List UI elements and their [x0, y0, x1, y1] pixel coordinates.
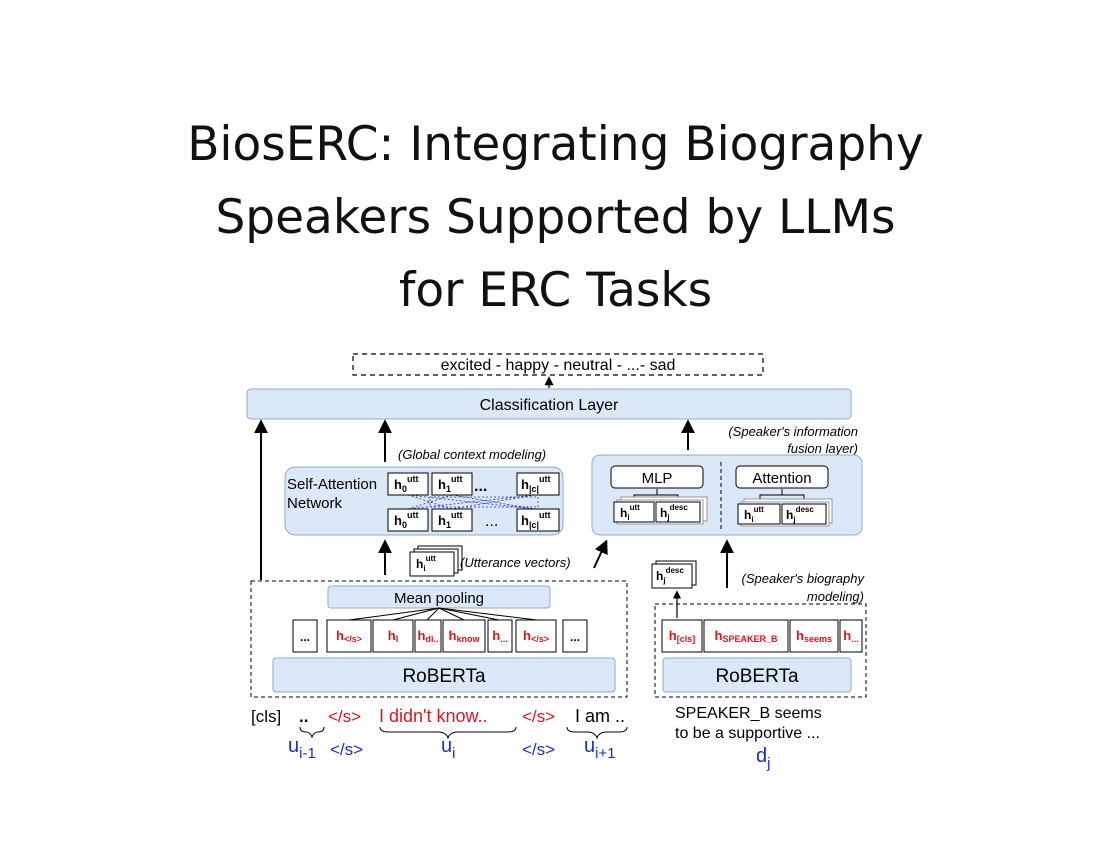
utterance-vector: hiutt — [409, 551, 455, 577]
speaker-bio-note-1: (Speaker's biography — [742, 571, 866, 586]
svg-text:hjdesc: hjdesc — [660, 503, 688, 522]
mlp-box — [610, 465, 704, 489]
sa-top-h1: h1utt — [431, 472, 473, 496]
svg-text:h0utt: h0utt — [394, 474, 418, 494]
sa-bot-hc: h|c|utt — [516, 508, 560, 532]
speaker-bio-note-2: modeling) — [807, 589, 864, 604]
svg-text:h|c|utt: h|c|utt — [521, 510, 551, 530]
mlp-h-utt: hiutt — [613, 501, 655, 523]
output-labels-box — [352, 353, 764, 376]
roberta-left-label: RoBERTa — [402, 666, 486, 687]
input-braces — [299, 726, 628, 740]
right-token-2: hseems — [789, 619, 839, 653]
svg-text:hjdesc: hjdesc — [656, 566, 684, 585]
desc-vector: hjdesc — [651, 563, 693, 589]
classification-layer-box — [246, 388, 852, 420]
sa-top-ellipsis: ... — [474, 478, 487, 495]
svg-text:hdi..: hdi.. — [418, 628, 439, 644]
svg-text:...: ... — [570, 630, 580, 644]
label-u-i: ui — [441, 735, 455, 762]
svg-text:hjdesc: hjdesc — [786, 505, 814, 524]
input-cls: [cls] — [251, 707, 281, 726]
sa-top-hc: h|c|utt — [516, 472, 560, 496]
label-u-prev: ui-1 — [288, 735, 316, 762]
svg-text:hSPEAKER_B: hSPEAKER_B — [715, 628, 778, 644]
attention-links — [407, 494, 539, 510]
svg-text:hknow: hknow — [449, 628, 481, 644]
self-attention-label-2: Network — [287, 495, 343, 512]
arrow-utt-to-fusion — [593, 539, 608, 569]
label-sep-2: </s> — [522, 740, 555, 759]
left-encoder-frame — [250, 580, 628, 698]
sa-bot-h0: h0utt — [387, 508, 429, 532]
svg-text:hiutt: hiutt — [416, 554, 436, 573]
roberta-right-label: RoBERTa — [715, 666, 799, 687]
left-token-4: h... — [487, 619, 513, 653]
left-token-2: hdi.. — [414, 619, 442, 653]
input-sep-1: </s> — [328, 707, 361, 726]
label-sep-1: </s> — [330, 740, 363, 759]
label-d-j: dj — [756, 745, 770, 772]
title-line-2: Speakers Supported by LLMs — [215, 190, 896, 245]
sa-bot-h1: h1utt — [431, 508, 473, 532]
speaker-desc-line-1: SPEAKER_B seems — [675, 705, 822, 722]
utterance-vectors-note: (Utterance vectors) — [460, 555, 571, 570]
input-next: I am .. — [575, 706, 625, 726]
svg-text:h[cls]: h[cls] — [669, 628, 695, 644]
att-h-desc: hjdesc — [781, 503, 827, 525]
left-token-1: hI — [372, 619, 414, 653]
mlp-h-desc: hjdesc — [655, 501, 701, 523]
speaker-fusion-note-1: (Speaker's information — [728, 424, 858, 439]
svg-text:hseems: hseems — [796, 628, 832, 644]
slide-title: BiosERC: Integrating Biography Speakers … — [0, 108, 1111, 327]
output-labels: excited - happy - neutral - ...- sad — [441, 357, 676, 374]
svg-text:hI: hI — [388, 628, 398, 644]
right-encoder-frame — [654, 603, 867, 698]
left-token-ellipsis-start: ... — [292, 619, 318, 653]
label-u-next: ui+1 — [584, 735, 616, 762]
mlp-label: MLP — [642, 470, 673, 487]
self-attention-label-1: Self-Attention — [287, 476, 377, 493]
attention-box — [735, 465, 829, 489]
title-line-1: BiosERC: Integrating Biography — [187, 117, 924, 172]
classification-layer-label: Classification Layer — [480, 397, 619, 414]
right-token-0: h[cls] — [661, 619, 703, 653]
left-token-0: h</s> — [326, 619, 372, 653]
left-token-ellipsis-end: ... — [562, 619, 588, 653]
svg-text:h1utt: h1utt — [438, 474, 462, 494]
right-token-3: h... — [839, 619, 863, 653]
svg-text:hiutt: hiutt — [620, 503, 640, 522]
svg-text:...: ... — [300, 630, 310, 644]
svg-text:h</s>: h</s> — [523, 628, 549, 644]
roberta-right-box — [662, 657, 852, 693]
roberta-left-box — [272, 657, 616, 693]
svg-text:h1utt: h1utt — [438, 510, 462, 530]
pool-links — [348, 607, 538, 621]
svg-text:hiutt: hiutt — [744, 505, 764, 524]
svg-text:h0utt: h0utt — [394, 510, 418, 530]
att-h-utt: hiutt — [737, 503, 781, 525]
svg-text:h...: h... — [843, 628, 858, 644]
svg-text:h...: h... — [492, 628, 507, 644]
right-token-1: hSPEAKER_B — [703, 619, 789, 653]
title-line-3: for ERC Tasks — [398, 263, 713, 318]
input-prev-dots: .. — [299, 707, 308, 726]
input-utterance: I didn't know.. — [379, 706, 488, 726]
sa-top-h0: h0utt — [387, 472, 429, 496]
sa-bot-ellipsis: ... — [485, 513, 498, 530]
input-sep-2: </s> — [522, 707, 555, 726]
mean-pooling-label: Mean pooling — [394, 590, 484, 607]
left-token-5: h</s> — [515, 619, 557, 653]
attention-label: Attention — [752, 470, 811, 487]
global-context-note: (Global context modeling) — [398, 447, 546, 462]
speaker-fusion-note-2: fusion layer) — [787, 441, 858, 456]
left-token-3: hknow — [442, 619, 486, 653]
svg-text:h</s>: h</s> — [336, 628, 362, 644]
speaker-desc-line-2: to be a supportive ... — [675, 725, 820, 742]
svg-text:h|c|utt: h|c|utt — [521, 474, 551, 494]
self-attention-box — [284, 466, 564, 536]
